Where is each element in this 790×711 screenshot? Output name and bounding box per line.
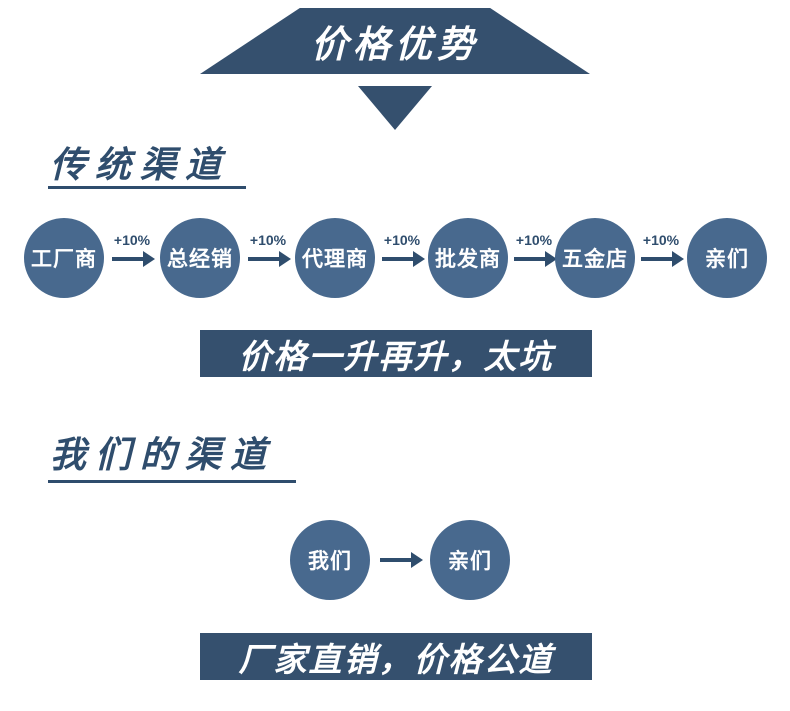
flow-connector: +10%: [240, 232, 296, 267]
section-heading-traditional: 传统渠道: [50, 144, 231, 185]
arrow-right-icon: [112, 251, 155, 267]
down-arrow-icon: [358, 86, 432, 130]
title-banner: 价格优势: [200, 8, 590, 74]
flow-connector: +10%: [506, 232, 562, 267]
flow-node-wholesaler: 批发商: [428, 218, 508, 298]
traditional-caption-banner: 价格一升再升，太坑: [200, 330, 592, 377]
heading-underline-traditional: [48, 186, 246, 189]
arrow-right-icon: [248, 251, 291, 267]
ours-caption-banner: 厂家直销，价格公道: [200, 633, 592, 680]
flow-connector: [372, 536, 428, 584]
flow-connector: +10%: [633, 232, 689, 267]
arrow-right-icon: [641, 251, 684, 267]
flow-node-customers: 亲们: [687, 218, 767, 298]
arrow-right-icon: [514, 251, 557, 267]
heading-underline-ours: [48, 480, 296, 483]
increment-label: +10%: [249, 232, 287, 248]
flow-connector: +10%: [374, 232, 430, 267]
flow-node-us: 我们: [290, 520, 370, 600]
flow-connector: +10%: [104, 232, 160, 267]
flow-node-distributor: 总经销: [160, 218, 240, 298]
flow-node-factory: 工厂商: [24, 218, 104, 298]
flow-node-agent: 代理商: [295, 218, 375, 298]
increment-label: +10%: [515, 232, 553, 248]
flow-node-hardware-store: 五金店: [555, 218, 635, 298]
arrow-right-icon: [382, 251, 425, 267]
arrow-right-icon: [380, 552, 423, 568]
section-heading-ours: 我们的渠道: [50, 434, 276, 475]
increment-label: +10%: [642, 232, 680, 248]
increment-label: +10%: [383, 232, 421, 248]
page-title: 价格优势: [311, 24, 479, 65]
flow-node-customers: 亲们: [430, 520, 510, 600]
increment-label: +10%: [113, 232, 151, 248]
